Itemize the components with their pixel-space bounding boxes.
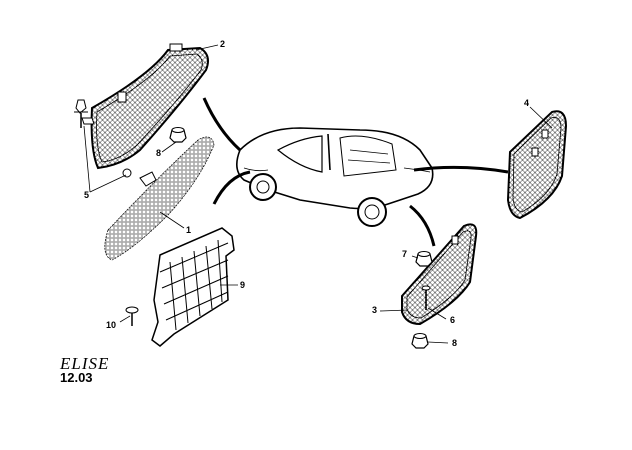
mesh-panel-part-4 [506,110,568,220]
bolt-part-6 [421,285,431,310]
screw-part-10 [125,306,139,326]
mesh-panel-part-3 [401,223,478,326]
mesh-panel-part-2 [90,43,209,170]
callout-7: 7 [402,249,408,259]
callout-1: 1 [186,225,192,235]
leader-lines [83,44,553,344]
callout-5: 5 [84,190,90,200]
callout-9: 9 [240,280,246,290]
mesh-strip-part-1 [104,136,215,261]
grille-part-9 [151,227,235,347]
connector-arcs [202,97,509,247]
callout-6: 6 [450,315,456,325]
clip-fasteners-part-5 [74,99,157,187]
callout-4: 4 [524,98,530,108]
callout-2: 2 [220,39,226,49]
nut-part-7 [415,251,433,267]
callout-10: 10 [106,320,117,330]
nut-part-8-lower [411,333,429,349]
car-illustration [236,127,434,227]
callout-8-lower: 8 [452,338,458,348]
callout-3: 3 [372,305,378,315]
page-reference: 12.03 [60,370,93,385]
callout-8-upper: 8 [156,148,162,158]
model-logo: ELISE [60,354,110,373]
nut-part-8-upper [169,127,187,143]
